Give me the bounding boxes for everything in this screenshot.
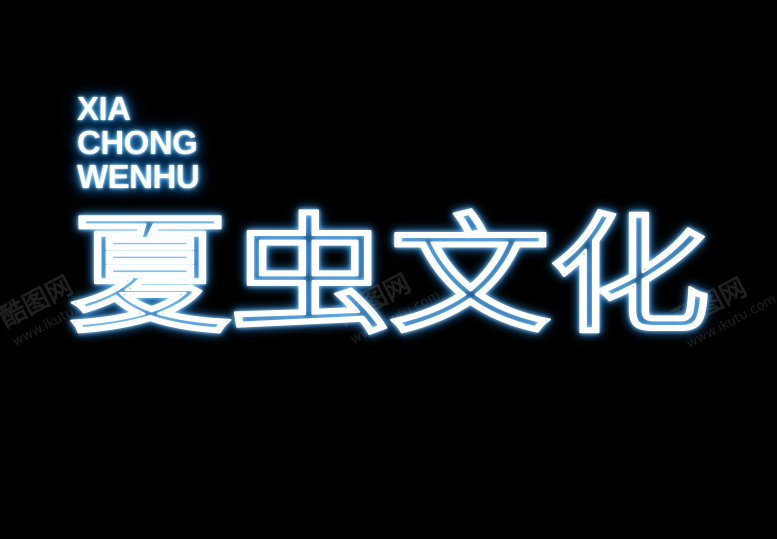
pinyin-line-xia: XIA xyxy=(77,90,131,127)
pinyin-line-wenhu: WENHU xyxy=(77,158,200,195)
pinyin-title: XIA CHONG WENHU xyxy=(77,90,200,195)
hanzi-title-text: 夏虫文化 xyxy=(70,202,710,346)
pinyin-line-chong: CHONG xyxy=(77,124,198,161)
hanzi-outline-title: 夏虫文化 xyxy=(69,201,711,346)
